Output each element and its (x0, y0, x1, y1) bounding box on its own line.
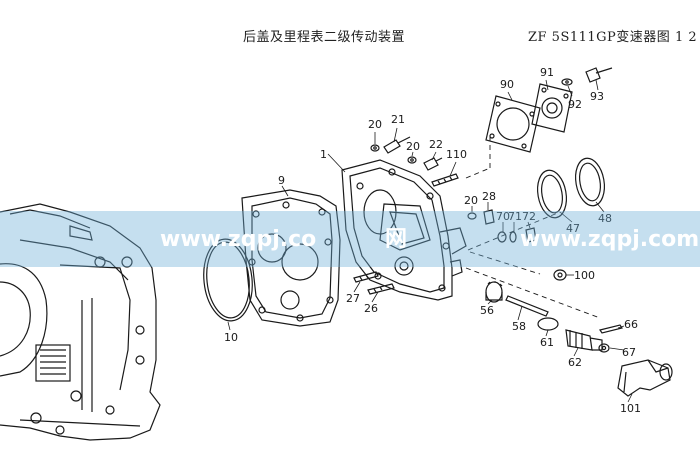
part-nut-100 (553, 269, 567, 281)
part-rear-cover-1 (327, 153, 467, 301)
part-flange-91 (531, 83, 573, 133)
callout-10: 10 (224, 331, 238, 344)
callout-62: 62 (568, 356, 582, 369)
part-bolt-93 (585, 67, 613, 83)
callout-90: 90 (500, 78, 514, 91)
callout-58: 58 (512, 320, 526, 333)
callout-100: 100 (574, 269, 595, 282)
part-bolt-21 (383, 136, 411, 154)
callout-67: 67 (622, 346, 636, 359)
part-o-ring-61 (537, 317, 559, 331)
part-gasket-9 (241, 185, 341, 327)
callout-20: 20 (368, 118, 382, 131)
diagram-title: 后盖及里程表二级传动装置 (243, 30, 406, 45)
part-stud-110 (431, 173, 459, 187)
callout-72: 72 (522, 210, 536, 223)
callout-27: 27 (346, 292, 360, 305)
leader-lines (353, 79, 633, 403)
part-seal-48 (574, 157, 606, 207)
part-gear-56 (485, 281, 503, 303)
part-washer-20c (467, 212, 477, 220)
diagram-reference: ZF 5S111GP变速器图 1 2 (528, 30, 698, 45)
part-washer-20 (370, 144, 380, 152)
part-stud-26 (367, 283, 395, 295)
part-speedo-drive-101 (617, 359, 673, 397)
part-washer-20b (407, 156, 417, 164)
watermark-text-left: www.zqpj.co (160, 227, 317, 252)
callout-26: 26 (364, 302, 378, 315)
callout-66: 66 (624, 318, 638, 331)
part-ring-71 (509, 231, 517, 243)
transmission-housing (0, 203, 161, 441)
callout-28: 28 (482, 190, 496, 203)
callout-91: 91 (540, 66, 554, 79)
part-plug-72 (525, 227, 537, 243)
watermark-text-right: www.zqpj.com (520, 227, 700, 252)
part-plug-28 (483, 209, 495, 225)
callout-70: 70 (496, 210, 510, 223)
part-pin-66 (599, 324, 623, 334)
callout-1: 1 (320, 148, 327, 161)
callout-101: 101 (620, 402, 641, 415)
part-shaft-58 (505, 295, 549, 317)
watermark-text-mid: 网 (385, 227, 408, 252)
part-stud-27 (353, 271, 379, 283)
callout-20: 20 (406, 140, 420, 153)
part-bolt-22 (423, 157, 443, 171)
part-o-ring-10 (203, 238, 253, 331)
callout-22: 22 (429, 138, 443, 151)
callout-9: 9 (278, 174, 285, 187)
callout-93: 93 (590, 90, 604, 103)
part-bushing-62 (565, 329, 603, 351)
callout-47: 47 (566, 222, 580, 235)
callout-92: 92 (568, 98, 582, 111)
watermark-band (0, 211, 700, 267)
callout-48: 48 (598, 212, 612, 225)
callout-110: 110 (446, 148, 467, 161)
callout-21: 21 (391, 113, 405, 126)
callout-20: 20 (464, 194, 478, 207)
callout-61: 61 (540, 336, 554, 349)
callout-labels: 1 9 10 20 21 20 22 110 90 91 92 93 47 48… (224, 66, 641, 415)
part-seal-47 (536, 169, 568, 219)
callout-56: 56 (480, 304, 494, 317)
part-washer-92 (561, 78, 573, 86)
callout-71: 71 (508, 210, 522, 223)
part-washer-67 (598, 343, 610, 353)
part-ring-70 (497, 231, 507, 243)
